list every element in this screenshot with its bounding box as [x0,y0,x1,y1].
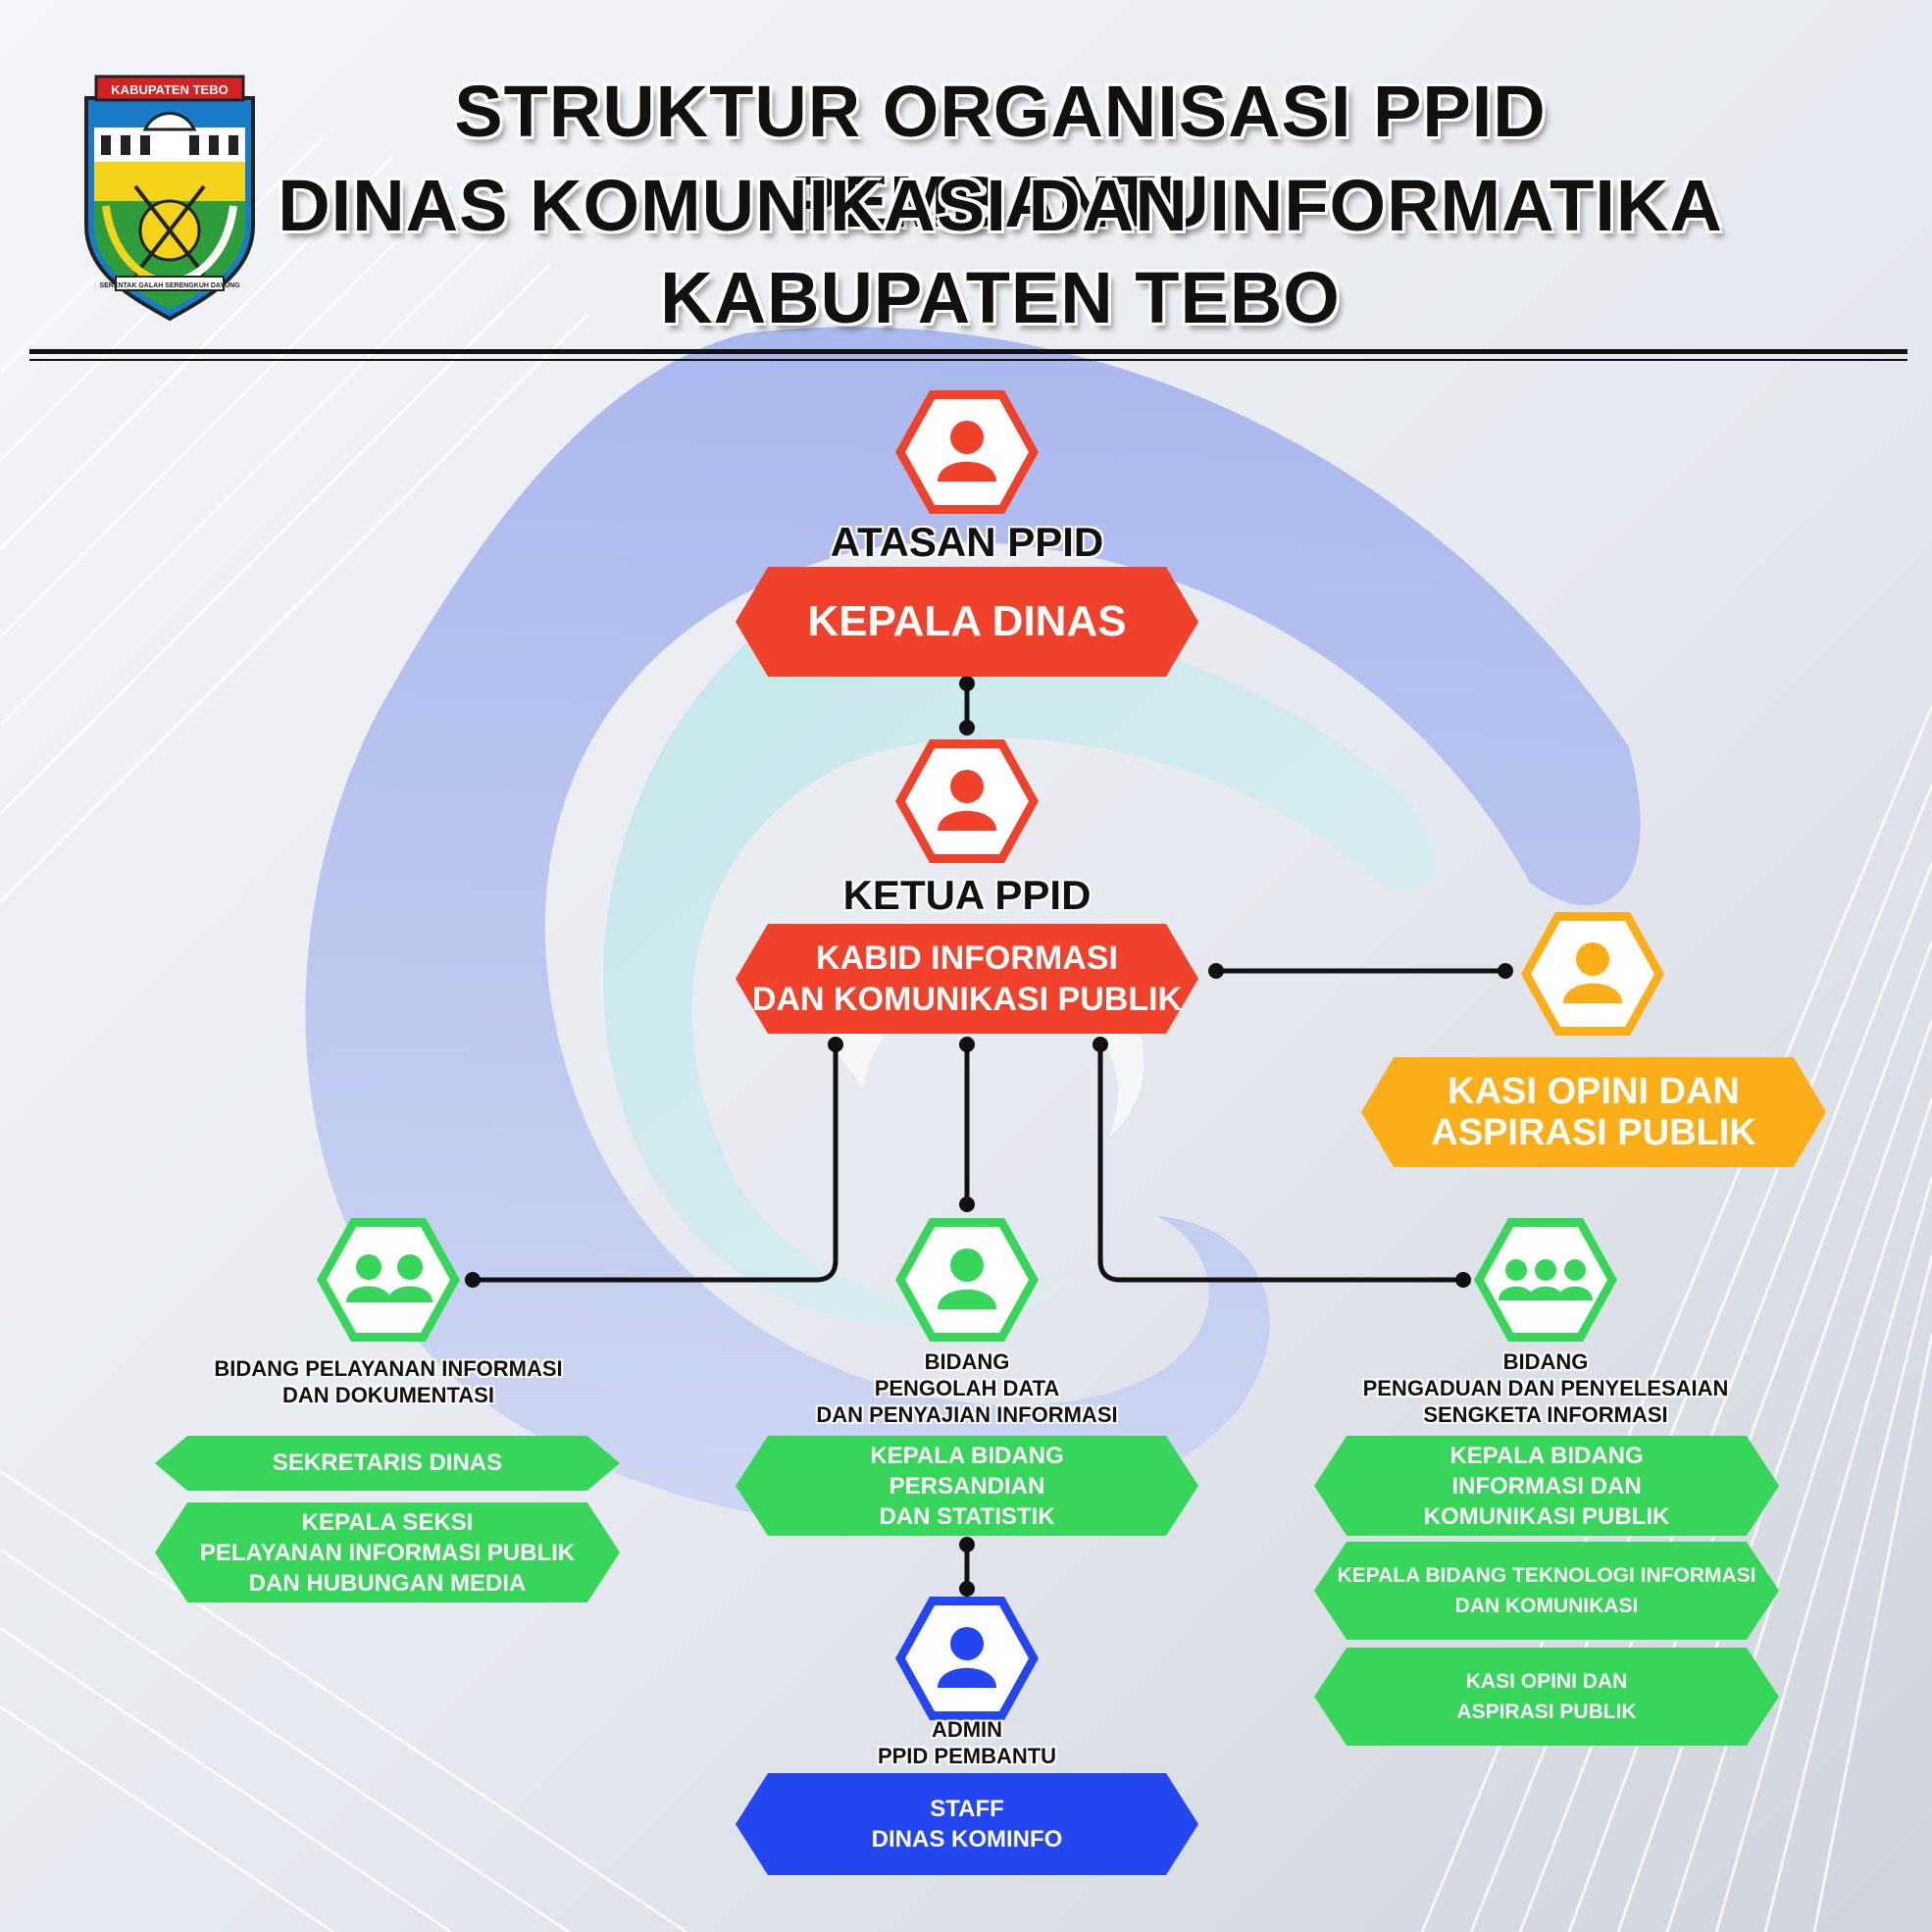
pelayanan-role-label: BIDANG PELAYANAN INFORMASI DAN DOKUMENTA… [153,1355,624,1408]
header-divider-bottom [29,359,1907,361]
pengaduan-group-icon [1474,1218,1617,1342]
link-dot [959,1537,975,1552]
pengaduan-member-2: KEPALA BIDANG TEKNOLOGI INFORMASI DAN KO… [1337,1564,1756,1617]
link-ketua-pelayanan [473,1044,839,1283]
kasi-name-box: KASI OPINI DAN ASPIRASI PUBLIK [1361,1057,1826,1167]
link-dot [1093,1037,1108,1052]
logo-motto: SERENTAK GALAH SERENGKUH DAYUNG [99,282,240,289]
atasan-person-icon [895,390,1039,514]
pelayanan-member-box: SEKRETARIS DINAS [155,1436,620,1491]
link-dot [959,1581,975,1597]
pengolah-role-text: BIDANG PENGOLAH DATA DAN PENYAJIAN INFOR… [816,1349,1118,1427]
header-divider-top [29,349,1907,354]
link-dot [1208,963,1224,979]
pengaduan-role-text: BIDANG PENGADUAN DAN PENYELESAIAN SENGKE… [1362,1349,1729,1427]
link-ketua-pengaduan [1097,1044,1463,1283]
link-dot [1455,1272,1471,1288]
link-dot [959,1037,975,1052]
pengolah-member-box: KEPALA BIDANG PERSANDIAN DAN STATISTIK [736,1436,1198,1536]
atasan-name-box: KEPALA DINAS [736,567,1198,677]
logo-label: KABUPATEN TEBO [111,82,228,97]
link-dot [828,1037,843,1052]
ketua-role-label: KETUA PPID [842,872,1092,918]
admin-name-box: STAFF DINAS KOMINFO [736,1773,1198,1875]
atasan-role-label: ATASAN PPID [830,519,1104,565]
pelayanan-member-box: KEPALA SEKSI PELAYANAN INFORMASI PUBLIK … [155,1502,620,1602]
pengaduan-member-1: KEPALA BIDANG INFORMASI DAN KOMUNIKASI P… [1423,1442,1670,1530]
link-dot [465,1272,481,1288]
pengolah-member-1: KEPALA BIDANG PERSANDIAN DAN STATISTIK [870,1442,1064,1530]
pelayanan-member-2: KEPALA SEKSI PELAYANAN INFORMASI PUBLIK … [199,1508,576,1597]
kasi-person-icon [1521,912,1664,1036]
admin-name: STAFF DINAS KOMINFO [871,1796,1063,1853]
pengaduan-member-box: KEPALA BIDANG TEKNOLOGI INFORMASI DAN KO… [1314,1542,1779,1640]
title-line-3: KABUPATEN TEBO [660,257,1341,338]
pengaduan-member-box: KASI OPINI DAN ASPIRASI PUBLIK [1314,1648,1779,1746]
atasan-name: KEPALA DINAS [807,597,1127,645]
title-line-1: STRUKTUR ORGANISASI PPID PEMBANTU [454,71,1547,242]
link-dot [1498,963,1513,979]
pengolah-role-label: BIDANG PENGOLAH DATA DAN PENYAJIAN INFOR… [751,1348,1183,1428]
pengaduan-role-label: BIDANG PENGADUAN DAN PENYELESAIAN SENGKE… [1330,1348,1761,1428]
ketua-person-icon [895,739,1039,863]
pelayanan-role-text: BIDANG PELAYANAN INFORMASI DAN DOKUMENTA… [214,1356,563,1407]
pelayanan-group-icon [317,1218,460,1342]
pengaduan-member-box: KEPALA BIDANG INFORMASI DAN KOMUNIKASI P… [1314,1436,1779,1536]
admin-role-label: ADMIN PPID PEMBANTU [771,1716,1163,1769]
link-dot [959,1196,975,1212]
link-dot [959,676,975,691]
kabupaten-tebo-logo: KABUPATEN TEBO SERENTAK GALAH SERENGKUH … [84,75,255,322]
pengolah-person-icon [895,1218,1039,1342]
kasi-name: KASI OPINI DAN ASPIRASI PUBLIK [1431,1071,1756,1153]
pengaduan-member-3: KASI OPINI DAN ASPIRASI PUBLIK [1456,1670,1637,1723]
pelayanan-member-1: SEKRETARIS DINAS [272,1449,503,1476]
link-dot [959,720,975,736]
ketua-name: KABID INFORMASI DAN KOMUNIKASI PUBLIK [751,940,1183,1018]
title-line-2: DINAS KOMUNIKASI DAN INFORMATIKA [278,165,1723,246]
admin-role-text: ADMIN PPID PEMBANTU [877,1717,1057,1768]
ketua-name-box: KABID INFORMASI DAN KOMUNIKASI PUBLIK [736,924,1198,1034]
admin-person-icon [895,1597,1039,1720]
